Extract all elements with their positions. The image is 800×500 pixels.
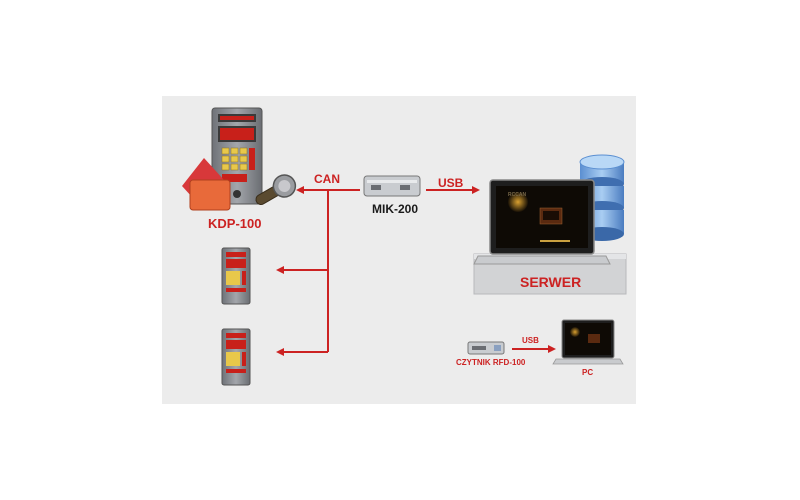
controller-device-icon	[221, 328, 251, 386]
mik-200-label: MIK-200	[372, 202, 419, 216]
can-label: CAN	[314, 172, 340, 186]
serwer-label: SERWER	[520, 274, 582, 290]
czytnik-label: CZYTNIK RFD-100	[456, 358, 526, 367]
usb-main-label: USB	[438, 176, 464, 190]
server-station	[473, 154, 627, 295]
key-fob-icon	[255, 174, 297, 205]
card-reader-icon	[467, 341, 505, 355]
diagram-graphics	[182, 107, 627, 386]
laptop-icon	[473, 179, 611, 265]
usb-small-label: USB	[522, 336, 539, 345]
mik-converter-icon	[363, 175, 421, 197]
server-screen-text: RCCAN	[508, 192, 527, 198]
system-diagram: KDP-100 CAN MIK-200 USB SERWER RCCAN CZY…	[162, 96, 636, 404]
pc-laptop-icon	[552, 319, 624, 365]
connector-lines	[276, 186, 556, 356]
kdp-100-label: KDP-100	[208, 216, 262, 231]
pc-label: PC	[582, 368, 594, 377]
rfid-card-icon	[182, 158, 231, 211]
controller-device-icon	[221, 247, 251, 305]
